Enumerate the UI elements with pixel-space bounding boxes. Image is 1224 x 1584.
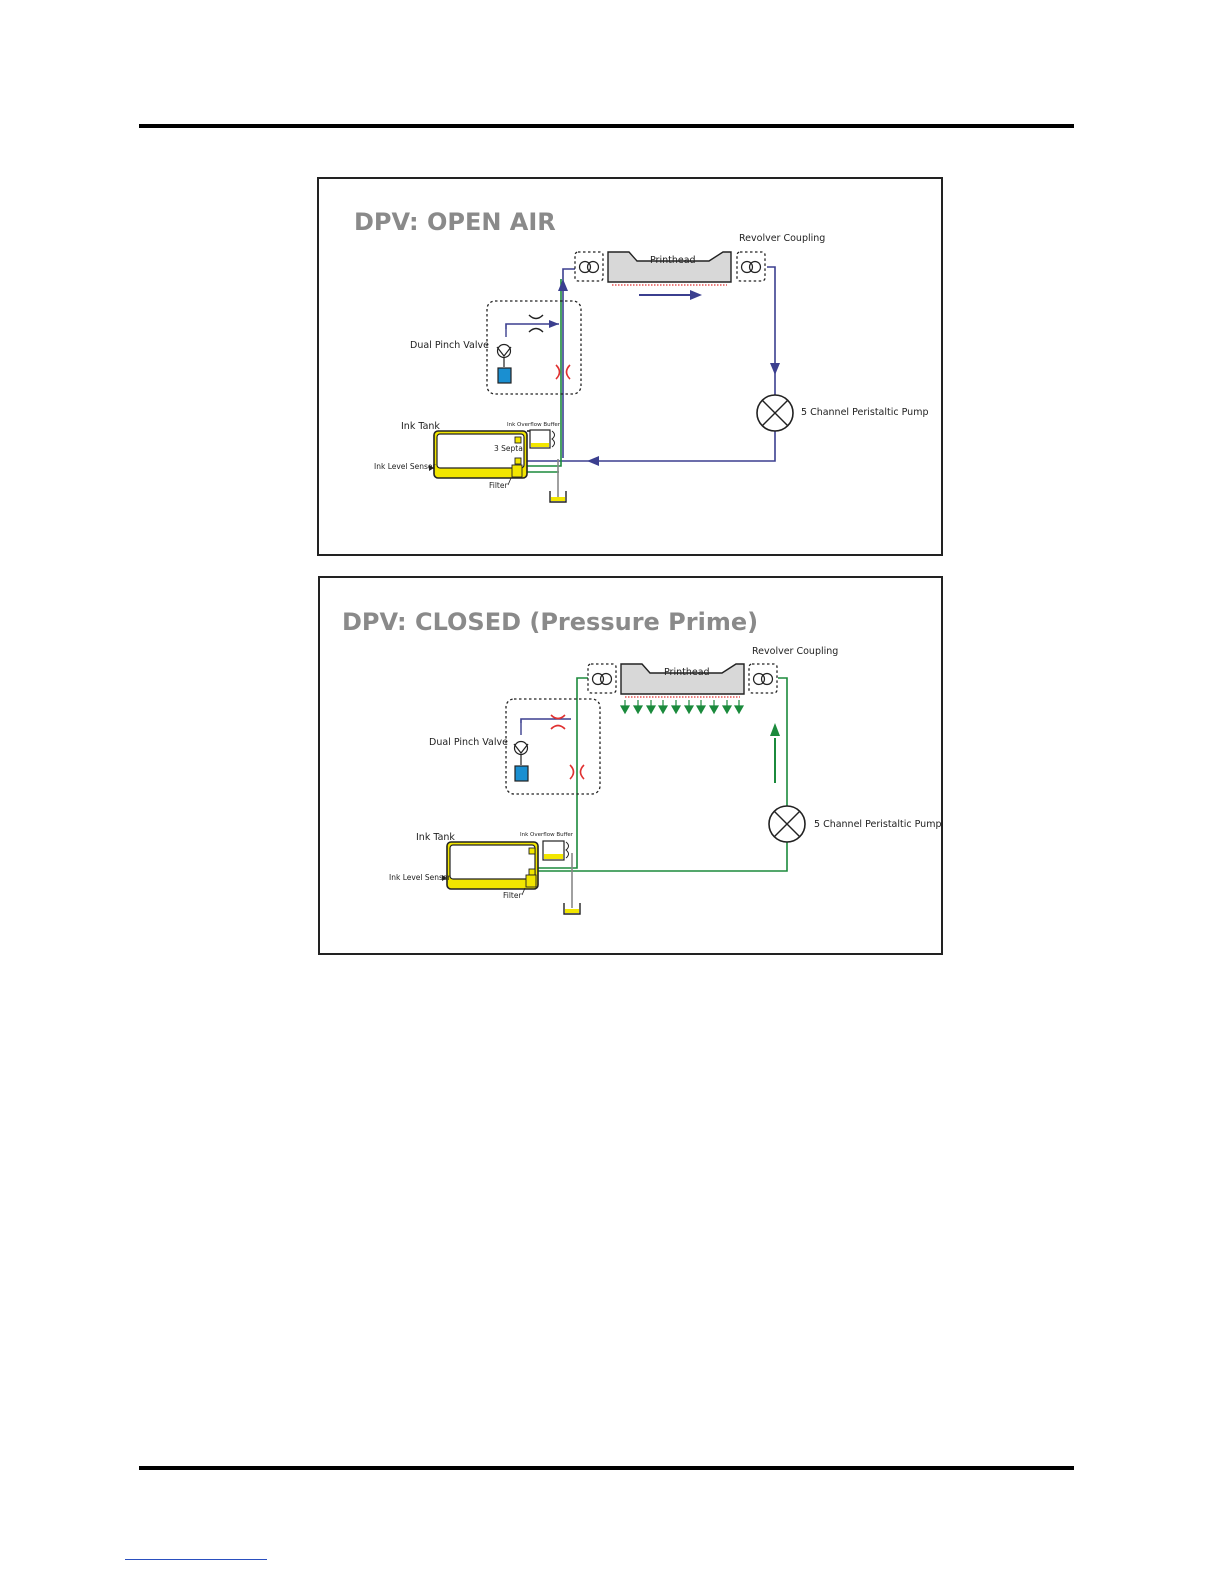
label-revolver-coupling: Revolver Coupling <box>752 646 838 657</box>
pinch-closed-icon <box>550 714 566 720</box>
dual-pinch-valve-box <box>505 698 601 795</box>
pinch-branch-line <box>505 323 559 329</box>
panel-title: DPV: OPEN AIR <box>354 208 556 236</box>
waste-bucket <box>563 903 581 915</box>
open-air-diagram: DPV: OPEN AIR Revolver Coupling Prin <box>354 208 928 503</box>
vent-line-green <box>522 279 562 467</box>
revolver-coupling-right <box>736 251 766 282</box>
arrow-right-icon <box>690 290 702 300</box>
waste-bucket <box>549 491 567 503</box>
label-ink-level-sensor: Ink Level Sensor <box>374 462 436 471</box>
supply-line-green <box>538 677 588 869</box>
arrow-down-icon <box>770 363 780 375</box>
footer-rule <box>139 1466 1074 1470</box>
label-ink-overflow-buffer: Ink Overflow Buffer <box>507 422 561 428</box>
panel-title: DPV: CLOSED (Pressure Prime) <box>342 608 758 636</box>
arrow-up-icon <box>558 279 568 291</box>
pinch-closed-icon <box>569 764 575 780</box>
label-ink-overflow-buffer: Ink Overflow Buffer <box>520 832 574 838</box>
label-printhead: Printhead <box>650 255 696 266</box>
printhead <box>607 251 732 283</box>
arrow-left-icon <box>587 456 599 466</box>
diagram-panel-closed: DPV: CLOSED (Pressure Prime) <box>318 576 943 955</box>
label-septa: 3 Septa <box>494 444 523 453</box>
pinch-closed-icon <box>555 364 561 380</box>
filter <box>511 464 523 478</box>
level-sensor-pointer-icon <box>429 465 434 471</box>
pinch-branch-line <box>520 718 571 723</box>
footnote-separator <box>125 1559 267 1560</box>
revolver-coupling-left <box>587 663 617 694</box>
pump-line-green <box>538 677 788 872</box>
filter <box>525 874 537 888</box>
printhead <box>620 663 745 695</box>
return-line-blue <box>527 266 776 462</box>
label-dual-pinch-valve: Dual Pinch Valve <box>429 737 508 748</box>
revolver-coupling-right <box>748 663 778 694</box>
vent-reservoir <box>497 367 512 384</box>
label-printhead: Printhead <box>664 667 710 678</box>
label-filter: Filter <box>503 891 522 900</box>
supply-line-blue <box>562 268 575 458</box>
label-pump: 5 Channel Peristaltic Pump <box>801 407 928 418</box>
label-revolver-coupling: Revolver Coupling <box>739 233 825 244</box>
nozzle-jet-arrows <box>619 700 745 715</box>
label-dual-pinch-valve: Dual Pinch Valve <box>410 340 489 351</box>
pinch-open-icon <box>528 314 544 320</box>
label-ink-tank: Ink Tank <box>416 832 455 843</box>
label-ink-tank: Ink Tank <box>401 421 440 432</box>
diagram-panel-open-air: DPV: OPEN AIR Revolver Coupling Prin <box>317 177 943 556</box>
label-filter: Filter <box>489 481 508 490</box>
arrow-up-icon <box>770 723 780 736</box>
vent-reservoir <box>514 765 529 782</box>
revolver-coupling-left <box>574 251 604 282</box>
closed-diagram: DPV: CLOSED (Pressure Prime) <box>342 608 941 915</box>
label-ink-level-sensor: Ink Level Sensor <box>389 873 451 882</box>
label-pump: 5 Channel Peristaltic Pump <box>814 819 941 830</box>
header-rule <box>139 124 1074 128</box>
level-sensor-pointer-icon <box>442 875 447 881</box>
